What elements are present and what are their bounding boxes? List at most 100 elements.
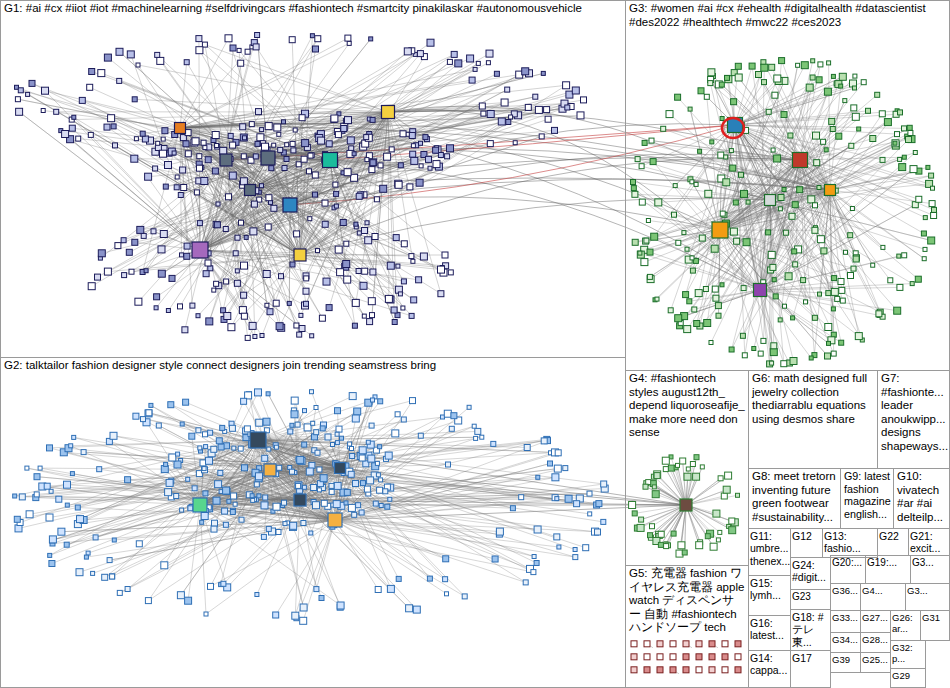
edge-line	[82, 100, 180, 128]
edge-line	[180, 128, 200, 250]
vertex-square	[347, 41, 351, 45]
vertex-square	[160, 231, 167, 238]
edge-line	[270, 470, 575, 557]
edge-line	[200, 163, 335, 250]
edge-line	[700, 230, 720, 326]
edge-line	[199, 50, 330, 160]
vertex-square	[245, 335, 250, 340]
edge-line	[101, 73, 330, 160]
vertex-square	[279, 274, 284, 279]
edge-line	[335, 520, 378, 590]
vertex-square	[233, 251, 238, 256]
edge-line	[208, 158, 268, 263]
edge-line	[65, 134, 200, 250]
edge-line	[162, 158, 269, 249]
edge-line	[335, 407, 469, 520]
vertex-square	[87, 84, 93, 90]
edge-line	[707, 160, 800, 323]
edge-line	[830, 114, 882, 190]
edge-line	[710, 83, 760, 290]
vertex-square	[289, 37, 295, 43]
edge-line	[348, 112, 388, 172]
edge-line	[270, 470, 603, 522]
vertex-square	[240, 134, 247, 141]
vertex-square	[316, 249, 320, 253]
edge-line	[200, 505, 559, 547]
edge-line	[690, 109, 720, 230]
vertex-square	[121, 238, 126, 243]
edge-line	[632, 505, 686, 506]
vertex-square	[174, 185, 179, 190]
vertex-square	[243, 136, 247, 140]
edge-line	[180, 128, 250, 190]
edge-line	[180, 128, 267, 274]
edge-line	[67, 470, 270, 545]
vertex-square	[356, 269, 361, 274]
vertex-square	[277, 132, 281, 136]
vertex-layer	[13, 33, 937, 673]
edge-line	[250, 190, 340, 272]
edge-line	[258, 440, 558, 453]
edge-line	[164, 505, 200, 565]
edge-line	[330, 160, 403, 308]
edge-line	[143, 128, 180, 272]
edge-line	[707, 97, 720, 230]
edge-line	[720, 136, 839, 230]
vertex-square	[384, 153, 391, 160]
edge-line	[171, 405, 270, 470]
edge-line	[258, 400, 373, 440]
edge-line	[180, 128, 414, 300]
edge-line	[759, 75, 831, 191]
vertex-square	[145, 173, 152, 180]
edge-line	[300, 107, 528, 255]
edge-line	[770, 136, 839, 200]
edge-line	[735, 125, 815, 318]
edge-line	[53, 520, 336, 544]
edge-line	[258, 440, 300, 500]
edge-line	[258, 440, 385, 491]
edge-line	[388, 112, 439, 167]
vertex-square	[411, 144, 415, 148]
edge-line	[720, 190, 830, 230]
edge-line	[180, 128, 306, 291]
edge-line	[53, 500, 300, 539]
vertex-square	[229, 172, 236, 179]
vertex-square	[212, 168, 218, 174]
edge-line	[335, 464, 550, 521]
vertex-square	[467, 55, 474, 62]
vertex-square	[313, 46, 319, 52]
vertex-square	[249, 122, 254, 127]
edge-line	[258, 440, 335, 520]
edge-line	[760, 160, 800, 290]
edge-line	[735, 125, 834, 354]
edge-line	[50, 468, 341, 518]
vertex-square	[256, 109, 262, 115]
vertex-square	[88, 132, 93, 137]
edge-line	[200, 250, 262, 336]
edge-line	[226, 160, 300, 255]
edge-line	[335, 464, 550, 521]
edge-line	[200, 71, 525, 250]
vertex-square	[545, 116, 551, 122]
edge-line	[268, 112, 388, 158]
edge-line	[735, 125, 794, 361]
edge-line	[760, 290, 841, 343]
edge-line	[74, 117, 200, 250]
edge-line	[330, 160, 395, 322]
vertex-square	[212, 288, 216, 292]
edge-line	[290, 112, 388, 205]
edge-line	[290, 150, 436, 205]
edge-line	[92, 72, 330, 161]
edge-line	[330, 112, 388, 160]
edge-line	[20, 440, 258, 523]
edge-line	[65, 134, 200, 250]
edge-line	[295, 468, 340, 616]
edge-line	[335, 417, 443, 520]
edge-line	[105, 505, 200, 577]
edge-line	[180, 128, 259, 200]
vertex-square	[253, 335, 257, 339]
vertex-square	[391, 307, 397, 313]
edge-line	[268, 158, 404, 244]
vertex-square	[486, 50, 493, 57]
